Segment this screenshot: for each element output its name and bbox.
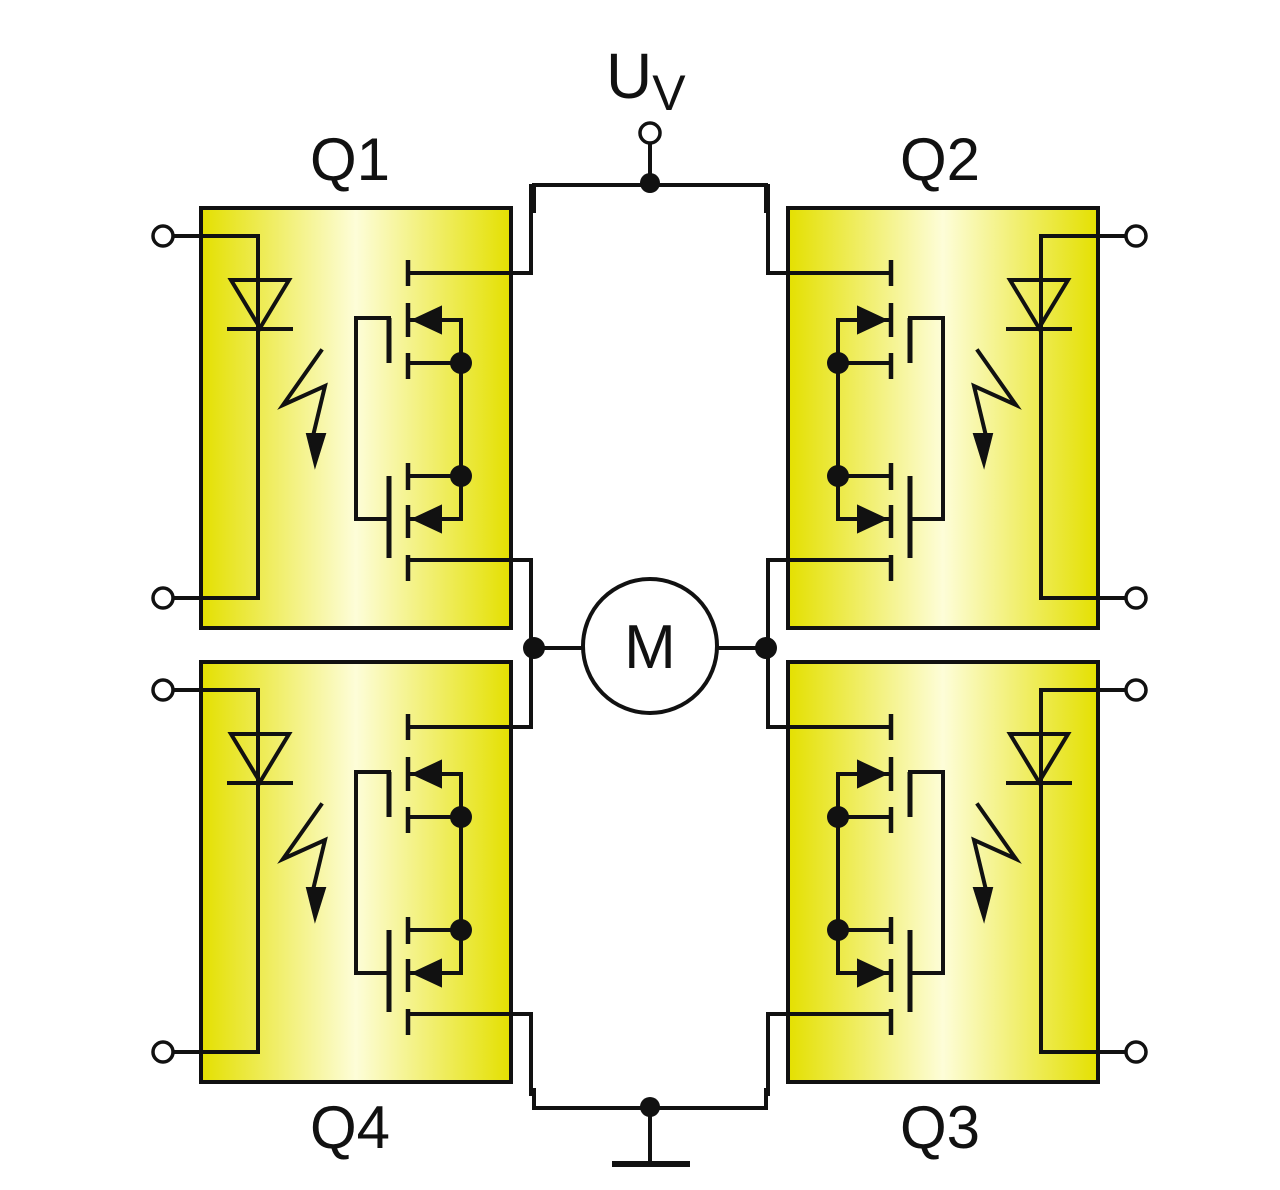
ground-junction-dot <box>640 1097 660 1117</box>
supply-label: UV <box>606 40 686 121</box>
left-motor-node-dot <box>523 637 545 659</box>
motor: M <box>581 577 719 715</box>
module-label-q2: Q2 <box>900 126 980 193</box>
module-label-q3: Q3 <box>900 1094 980 1161</box>
relay-module-q4 <box>153 640 531 1094</box>
supply-junction-dot <box>640 173 660 193</box>
motor-label: M <box>624 613 676 682</box>
relay-module-q1 <box>153 186 531 640</box>
supply-terminal <box>638 121 662 145</box>
supply-label-main: U <box>606 40 652 112</box>
supply-label-sub: V <box>652 65 686 121</box>
relay-module-q3 <box>768 640 1146 1094</box>
module-label-q4: Q4 <box>310 1094 390 1161</box>
relay-module-q2 <box>768 186 1146 640</box>
module-label-q1: Q1 <box>310 126 390 193</box>
motor-circle <box>581 577 719 715</box>
